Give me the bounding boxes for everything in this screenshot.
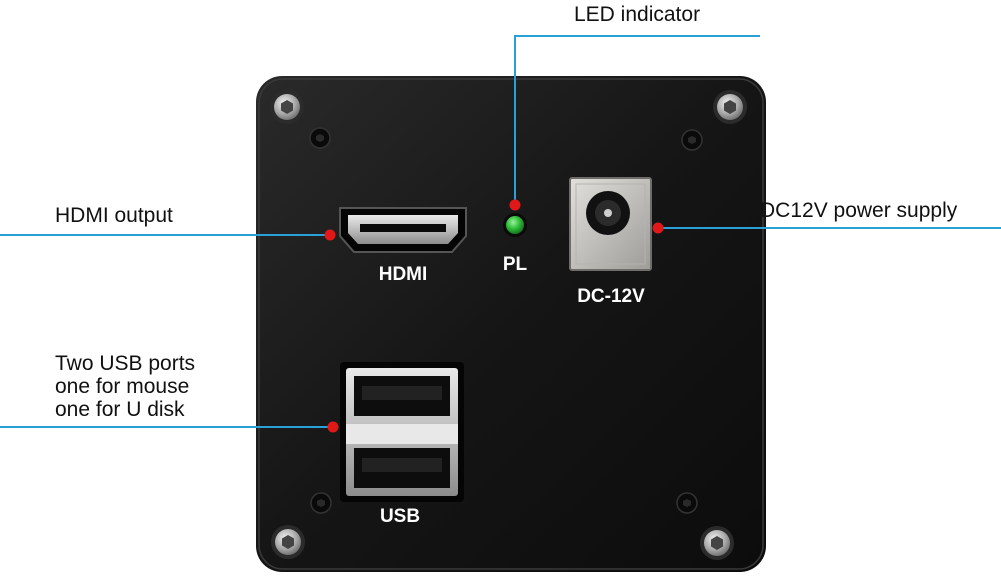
small-screw-icon	[681, 129, 703, 151]
callout-dot	[324, 229, 336, 241]
callout-dot	[509, 199, 521, 211]
small-screw-icon	[309, 127, 331, 149]
callout-dot	[652, 222, 664, 234]
led-indicator-icon	[503, 213, 527, 237]
small-screw-icon	[676, 492, 698, 514]
leader-line	[514, 35, 760, 205]
screw-icon	[270, 90, 304, 124]
pl-label: PL	[502, 254, 528, 275]
callout-dot	[327, 421, 339, 433]
small-screw-icon	[310, 492, 332, 514]
dc-12v-label: DC-12V	[577, 286, 645, 307]
led-indicator-callout: LED indicator	[574, 3, 701, 26]
usb-callout-line-3: one for U disk	[55, 398, 185, 421]
screw-icon	[271, 525, 305, 559]
screw-icon	[700, 526, 734, 560]
screw-icon	[713, 90, 747, 124]
dc-power-callout: DC12V power supply	[760, 199, 958, 222]
hdmi-output-callout: HDMI output	[55, 204, 173, 227]
hdmi-label: HDMI	[378, 264, 428, 285]
dc-jack-icon	[569, 177, 652, 271]
usb-label: USB	[379, 506, 421, 527]
usb-ports-icon	[340, 362, 464, 502]
usb-callout-line-2: one for mouse	[55, 375, 190, 398]
usb-callout-line-1: Two USB ports	[55, 352, 196, 375]
hdmi-port-icon	[339, 207, 467, 253]
